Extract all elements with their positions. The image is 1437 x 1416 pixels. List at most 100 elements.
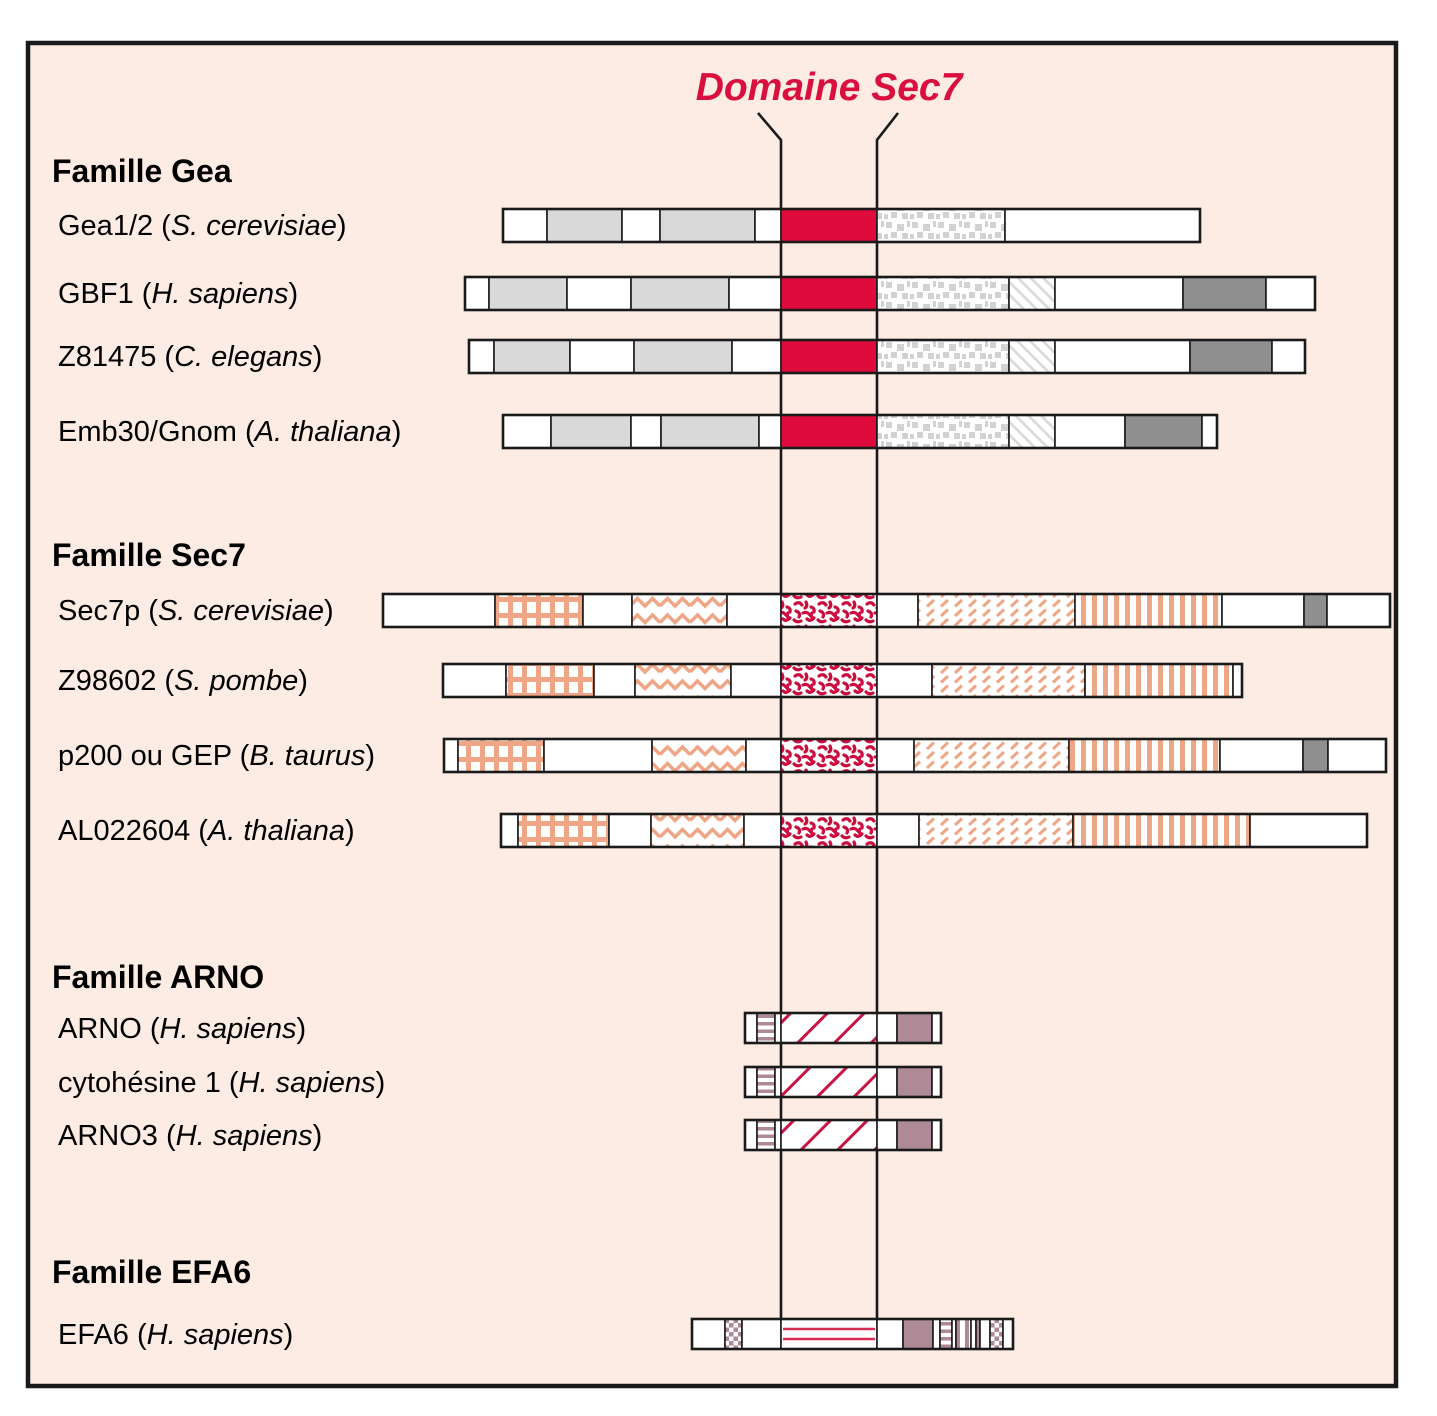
domain-segment-white [543, 738, 653, 773]
protein-bar-efa6 [690, 1317, 1015, 1351]
domain-segment-checker [876, 208, 1006, 243]
domain-segment-reddiag [780, 1066, 878, 1098]
domain-segment-white [621, 208, 661, 243]
domain-segment-red [780, 276, 878, 311]
domain-segment-white [1219, 738, 1304, 773]
domain-segment-diagdash [913, 738, 1070, 773]
domain-segment-mauve [896, 1119, 933, 1151]
domain-segment-white [502, 414, 552, 449]
domain-segment-lightgray [630, 276, 730, 311]
domain-segment-reddiag [780, 1012, 878, 1044]
protein-label-sec7p: Sec7p (S. cerevisiae) [58, 595, 334, 627]
domain-segment-white [608, 813, 652, 848]
domain-segment-diagdash [918, 813, 1074, 848]
domain-segment-wavy [634, 663, 732, 698]
domain-segment-lightgray [488, 276, 568, 311]
domain-segment-darkgray [1189, 339, 1273, 374]
domain-segment-white [745, 738, 782, 773]
domain-segment-darkgray [1124, 414, 1203, 449]
domain-segment-checker [876, 414, 1010, 449]
domain-segment-white [743, 813, 782, 848]
domain-segment-white [442, 663, 507, 698]
domain-segment-white [774, 1119, 782, 1151]
figure-title: Domaine Sec7 [696, 66, 965, 109]
protein-label-gbf1: GBF1 (H. sapiens) [58, 278, 298, 310]
domain-segment-white [876, 1119, 898, 1151]
domain-segment-white [566, 276, 632, 311]
domain-segment-white [500, 813, 519, 848]
protein-bar-outline [441, 662, 1244, 699]
domain-segment-diagdash [931, 663, 1086, 698]
domain-segment-white [1054, 339, 1191, 374]
domain-segment-red [780, 208, 878, 243]
domain-segment-white [744, 1119, 758, 1151]
protein-bar-outline [501, 207, 1202, 244]
domain-segment-white [730, 663, 782, 698]
domain-segment-white [468, 339, 495, 374]
domain-segment-mauvevstripes [955, 1318, 972, 1350]
domain-segment-white [876, 593, 919, 628]
domain-segment-white [744, 1066, 758, 1098]
protein-bar-outline [467, 338, 1307, 375]
protein-bar-outline [690, 1317, 1015, 1351]
domain-segment-white [1054, 414, 1126, 449]
domain-segment-white [464, 276, 490, 311]
domain-segment-red [780, 414, 878, 449]
family-heading-famille-gea: Famille Gea [52, 153, 232, 189]
domain-segment-plaid [457, 738, 545, 773]
protein-bar-outline [442, 737, 1388, 774]
domain-segment-white [726, 593, 782, 628]
protein-label-gea1-2: Gea1/2 (S. cerevisiae) [58, 210, 347, 242]
domain-segment-plaid [517, 813, 610, 848]
domain-segment-mauve [896, 1012, 933, 1044]
protein-bar-outline [499, 812, 1369, 849]
domain-segment-wavy [650, 813, 745, 848]
domain-segment-white [382, 593, 496, 628]
domain-segment-white [691, 1318, 726, 1350]
protein-bar-outline [463, 275, 1317, 312]
domain-segment-white [582, 593, 633, 628]
domain-segment-white [744, 1012, 758, 1044]
domain-segment-hstripes [756, 1119, 776, 1151]
protein-bar-al022604 [499, 812, 1369, 849]
protein-label-al022604: AL022604 (A. thaliana) [58, 815, 355, 847]
domain-segment-white [630, 414, 662, 449]
protein-label-efa6: EFA6 (H. sapiens) [58, 1319, 293, 1351]
domain-segment-vstripes [1072, 813, 1251, 848]
domain-segment-white [741, 1318, 782, 1350]
protein-bar-p200-ou-gep [442, 737, 1388, 774]
domain-segment-white [1265, 276, 1316, 311]
domain-segment-lightgray [633, 339, 733, 374]
domain-segment-white [502, 208, 548, 243]
domain-segment-white [758, 414, 782, 449]
domain-segment-white [1327, 738, 1387, 773]
domain-segment-white [1221, 593, 1305, 628]
protein-bar-gbf1 [463, 275, 1317, 312]
domain-segment-plaid [505, 663, 595, 698]
protein-label-z98602: Z98602 (S. pombe) [58, 665, 308, 697]
protein-bar-arno [743, 1011, 943, 1045]
family-heading-famille-arno: Famille ARNO [52, 959, 264, 995]
domain-segment-white [1326, 593, 1391, 628]
domain-segment-white [774, 1012, 782, 1044]
domain-segment-hstripes [756, 1066, 776, 1098]
domain-segment-white [979, 1318, 991, 1350]
domain-segment-white [569, 339, 635, 374]
domain-segment-white [876, 663, 933, 698]
protein-label-arno3: ARNO3 (H. sapiens) [58, 1120, 322, 1152]
domain-segment-white [876, 1012, 898, 1044]
domain-segment-white [1271, 339, 1306, 374]
domain-segment-lightgray [546, 208, 623, 243]
domain-segment-mauve [902, 1318, 934, 1350]
domain-segment-red [780, 339, 878, 374]
protein-label-arno: ARNO (H. sapiens) [58, 1013, 306, 1045]
domain-segment-white [593, 663, 636, 698]
domain-segment-darkgray [1182, 276, 1267, 311]
protein-bar-emb30-gnom [501, 413, 1219, 450]
domain-segment-white [932, 1318, 941, 1350]
domain-segment-white [731, 339, 782, 374]
domain-segment-vstripes [1068, 738, 1221, 773]
domain-segment-white [931, 1012, 942, 1044]
